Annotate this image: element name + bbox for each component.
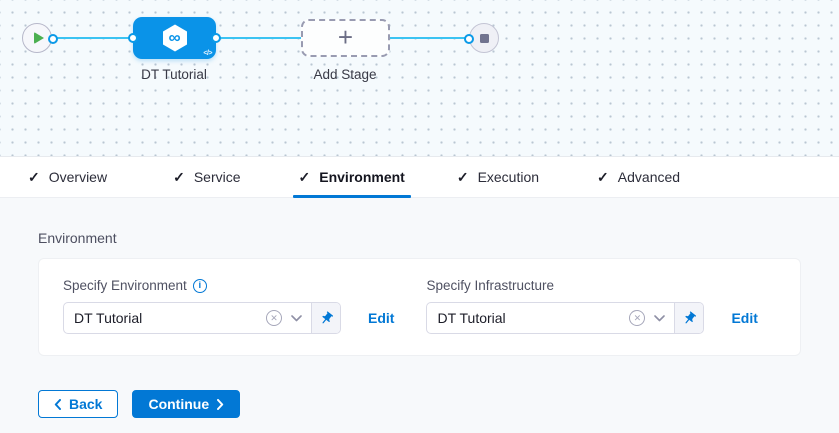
code-icon: </> [203, 50, 212, 57]
environment-field-group: Specify Environment i ✕ [63, 278, 394, 334]
info-icon[interactable]: i [192, 278, 207, 293]
connector-edge [388, 37, 470, 39]
connector-port-icon [128, 33, 138, 43]
chevron-down-icon[interactable] [654, 314, 666, 322]
chevron-down-icon[interactable] [291, 314, 302, 322]
pipeline-canvas[interactable]: ∞ </> DT Tutorial + Add Stage [0, 0, 839, 156]
back-button[interactable]: Back [38, 390, 119, 418]
play-icon [33, 32, 44, 44]
pin-icon [685, 311, 697, 323]
plus-icon: + [337, 21, 354, 52]
chevron-left-icon [54, 398, 61, 410]
stop-icon [479, 33, 489, 43]
connector-port-icon [48, 34, 58, 44]
check-icon: ✓ [597, 168, 609, 185]
infrastructure-field-group: Specify Infrastructure ✕ [426, 278, 758, 334]
stage-tab-bar: ✓ Overview ✓ Service ✓ Environment ✓ Exe… [0, 156, 839, 198]
tab-service[interactable]: ✓ Service [167, 157, 246, 197]
tab-label: Environment [319, 169, 405, 185]
edit-infrastructure-link[interactable]: Edit [731, 310, 758, 326]
tab-label: Service [193, 169, 241, 185]
infrastructure-select-input[interactable] [437, 310, 621, 326]
continue-button[interactable]: Continue [132, 390, 241, 418]
chevron-right-icon [217, 398, 224, 410]
connector-edge [48, 37, 134, 39]
environment-tab-panel: Environment Specify Environment i ✕ [0, 198, 839, 433]
connector-edge [214, 37, 304, 39]
tab-label: Overview [48, 169, 108, 185]
clear-icon[interactable]: ✕ [629, 310, 646, 326]
add-stage-label: Add Stage [313, 67, 377, 82]
tab-environment[interactable]: ✓ Environment [292, 157, 412, 198]
check-icon: ✓ [298, 168, 311, 185]
pipeline-end-node[interactable] [464, 23, 499, 53]
edit-environment-link[interactable]: Edit [368, 310, 395, 326]
stage-label: DT Tutorial [141, 67, 207, 82]
infrastructure-select: ✕ [426, 302, 705, 334]
pin-icon [321, 311, 333, 323]
add-stage-button[interactable]: + [301, 19, 390, 57]
pin-button[interactable] [674, 303, 704, 333]
stage-node-dt-tutorial[interactable]: ∞ </> [128, 17, 221, 59]
check-icon: ✓ [456, 168, 469, 185]
back-button-label: Back [69, 396, 103, 412]
tab-advanced[interactable]: ✓ Advanced [591, 157, 686, 197]
deployment-stage-icon: ∞ [161, 23, 189, 53]
environment-card: Specify Environment i ✕ [38, 258, 801, 356]
environment-field-label: Specify Environment [63, 278, 187, 293]
pipeline-start-node[interactable] [22, 23, 58, 53]
continue-button-label: Continue [148, 396, 210, 412]
clear-icon[interactable]: ✕ [266, 310, 282, 326]
check-icon: ✓ [173, 168, 185, 185]
wizard-footer: Back Continue [38, 390, 801, 418]
check-icon: ✓ [28, 168, 40, 185]
tab-label: Advanced [617, 169, 681, 185]
infrastructure-field-label: Specify Infrastructure [426, 278, 555, 293]
connector-port-icon [464, 34, 474, 44]
tab-overview[interactable]: ✓ Overview [22, 157, 113, 197]
tab-execution[interactable]: ✓ Execution [451, 157, 545, 197]
infinity-icon: ∞ [168, 27, 181, 47]
section-heading: Environment [38, 230, 117, 246]
environment-select: ✕ [63, 302, 341, 334]
tab-label: Execution [477, 169, 540, 185]
pin-button[interactable] [311, 303, 340, 333]
connector-port-icon [211, 33, 221, 43]
environment-select-input[interactable] [74, 310, 257, 326]
